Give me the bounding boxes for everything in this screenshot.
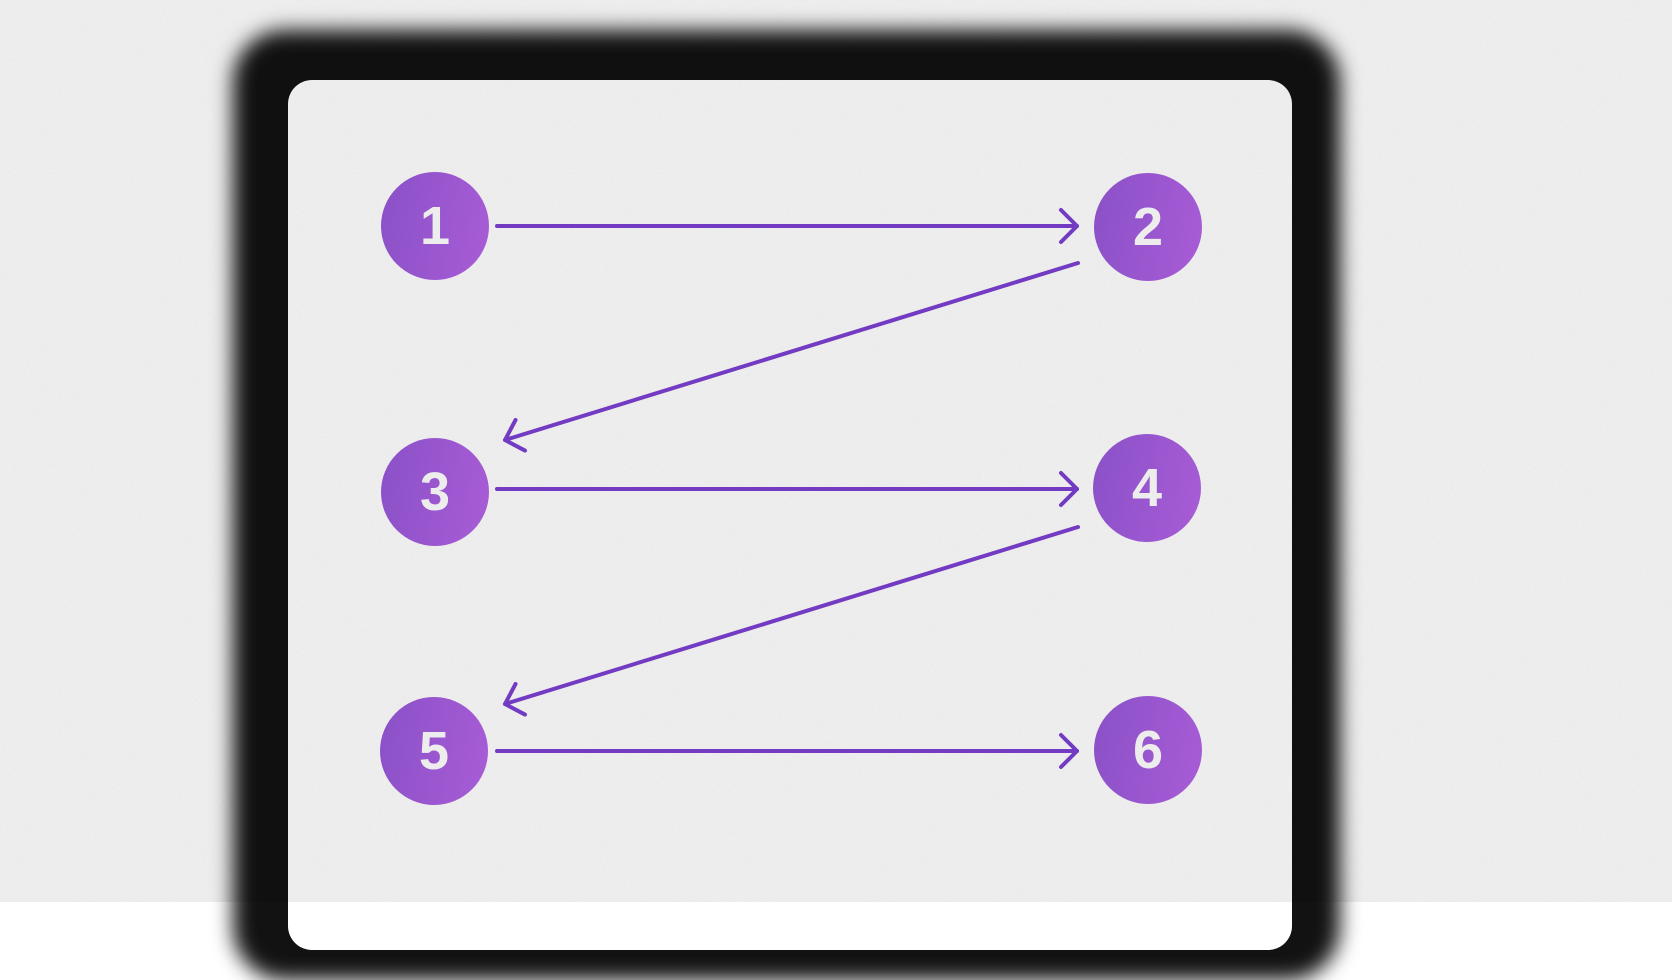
step-node-1: 1 bbox=[381, 172, 489, 280]
step-node-label-6: 6 bbox=[1132, 720, 1164, 780]
step-node-4: 4 bbox=[1093, 434, 1201, 542]
step-node-label-1: 1 bbox=[419, 196, 451, 256]
step-node-label-3: 3 bbox=[419, 462, 451, 522]
step-node-label-4: 4 bbox=[1131, 458, 1163, 518]
step-node-5: 5 bbox=[380, 697, 488, 805]
step-node-6: 6 bbox=[1094, 696, 1202, 804]
step-node-label-5: 5 bbox=[418, 721, 450, 781]
step-node-2: 2 bbox=[1094, 173, 1202, 281]
step-node-3: 3 bbox=[381, 438, 489, 546]
step-node-label-2: 2 bbox=[1132, 197, 1164, 257]
